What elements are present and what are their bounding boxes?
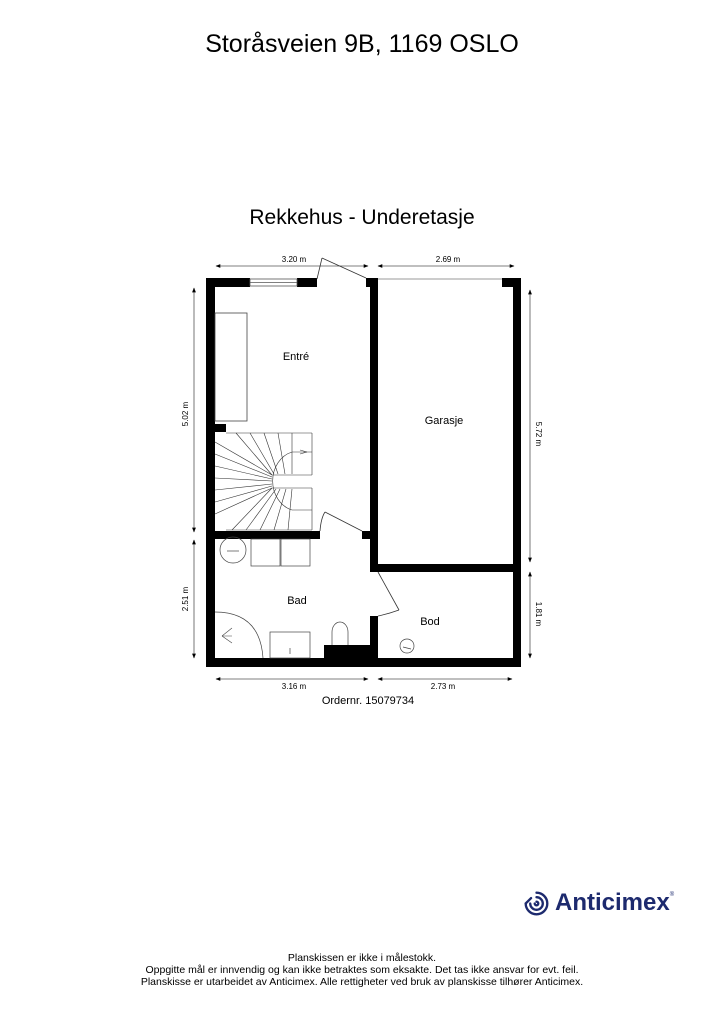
- sink-icon: [269, 631, 311, 659]
- room-label-bod: Bod: [420, 616, 440, 628]
- floor-title: Rekkehus - Underetasje: [249, 206, 475, 229]
- wardrobe: [214, 312, 248, 422]
- room-label-bad: Bad: [287, 595, 307, 607]
- bad-door: [319, 511, 363, 532]
- room-label-entre: Entré: [283, 351, 309, 363]
- bathroom-fixtures: [214, 536, 415, 659]
- address-title: Storåsveien 9B, 1169 OSLO: [205, 30, 519, 58]
- room-label-garasje: Garasje: [425, 415, 464, 427]
- logo-wordmark: Anticimex: [555, 889, 670, 916]
- drain-icon: [399, 638, 415, 654]
- dimension-lines: [192, 264, 532, 681]
- shower-icon: [214, 611, 264, 659]
- toilet-icon: [331, 621, 349, 645]
- dim-top-left: 3.20 m: [282, 255, 307, 264]
- dim-bottom-right: 2.73 m: [431, 682, 456, 691]
- dim-right-lower: 1.81 m: [534, 602, 543, 627]
- dim-right-upper: 5.72 m: [534, 422, 543, 447]
- washer-icon: [250, 538, 281, 567]
- dim-top-right: 2.69 m: [436, 255, 461, 264]
- staircase: [214, 432, 313, 531]
- window: [249, 278, 298, 287]
- bod-door: [377, 571, 400, 617]
- walls: [206, 278, 521, 667]
- order-number: Ordernr. 15079734: [321, 695, 415, 707]
- footer-line-3: Planskisse er utarbeidet av Anticimex. A…: [140, 976, 584, 988]
- footer-line-2: Oppgitte mål er innvendig og kan ikke be…: [145, 964, 579, 976]
- dimension-labels: 3.20 m 2.69 m 5.02 m 2.51 m 5.72 m 1.81 …: [181, 255, 543, 691]
- footer-disclaimer: Planskissen er ikke i målestokk. Oppgitt…: [0, 952, 724, 988]
- registered-mark: ®: [669, 892, 675, 898]
- footer-line-1: Planskissen er ikke i målestokk.: [287, 952, 437, 964]
- dim-left-upper: 5.02 m: [181, 401, 190, 426]
- anticimex-logo: Anticimex ®: [523, 889, 674, 917]
- dryer-icon: [280, 538, 311, 567]
- entry-door: [316, 257, 367, 280]
- dim-left-lower: 2.51 m: [181, 586, 190, 611]
- dim-bottom-left: 3.16 m: [282, 682, 307, 691]
- anticimex-swirl-icon: [524, 891, 549, 915]
- water-heater-icon: [219, 536, 247, 564]
